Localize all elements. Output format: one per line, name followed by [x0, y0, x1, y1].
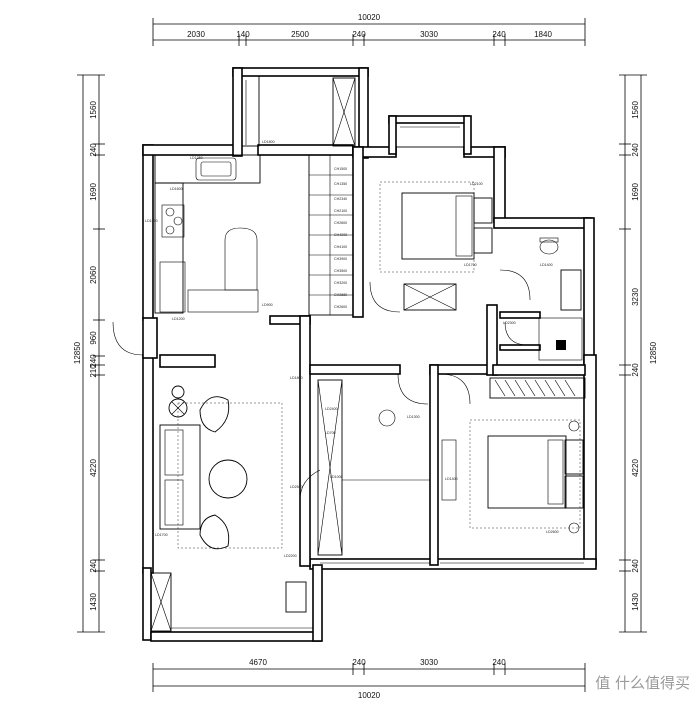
top-dimension-chain: 10020 2030 140 2500 240 3030 240 1840 [152, 13, 586, 46]
watermark: 值 什么值得买 [595, 674, 690, 692]
bottom-dim-4: 240 [492, 658, 506, 667]
bedroom-1 [379, 181, 493, 311]
fixture-label-1: LD1350 [190, 156, 203, 160]
stair-label-5: CH2600 [334, 221, 347, 225]
stair-label-3: CH2340 [334, 197, 347, 201]
fixture-label-16: LD1300 [407, 415, 420, 419]
right-dim-5: 240 [631, 363, 640, 377]
fixture-label-8: LD1700 [464, 263, 477, 267]
right-dim-8: 1430 [631, 593, 640, 611]
bathroom [538, 237, 583, 361]
stair-label-7: CH4100 [334, 245, 347, 249]
bottom-total-dim: 10020 [358, 691, 381, 700]
stair-label-1: CH1500 [334, 167, 347, 171]
top-dim-1: 2030 [187, 30, 205, 39]
fixture-labels: LD1350 LD1800 LD1600 LD1500 LD1200 LD900… [145, 140, 559, 558]
fixture-label-6: LD900 [262, 303, 273, 307]
door-swings [112, 269, 531, 501]
stair-label-12: CH2600 [334, 305, 347, 309]
stair-label-10: CH3200 [334, 281, 347, 285]
top-dim-7: 1840 [534, 30, 552, 39]
left-dim-2: 240 [89, 143, 98, 157]
fixture-label-7: LD2100 [470, 182, 483, 186]
fixture-label-19: LD1700 [155, 533, 168, 537]
left-total-dim: 12850 [73, 341, 82, 364]
bottom-dim-1: 4670 [249, 658, 267, 667]
stair-label-8: CH3900 [334, 257, 347, 261]
left-dim-10: 1430 [89, 593, 98, 611]
top-dim-5: 3030 [420, 30, 438, 39]
top-dim-6: 240 [492, 30, 506, 39]
fixture-label-11: LD1800 [290, 376, 303, 380]
stair-label-4: CH2100 [334, 209, 347, 213]
stair-label-11: CH2880 [334, 293, 347, 297]
right-dim-3: 1690 [631, 183, 640, 201]
fixture-label-17: LD1400 [445, 477, 458, 481]
left-dim-5: 960 [89, 331, 98, 345]
top-dim-4: 240 [352, 30, 366, 39]
left-dim-4: 2060 [89, 266, 98, 284]
stair-label-9: CH3500 [334, 269, 347, 273]
right-dim-1: 1560 [631, 101, 640, 119]
fixture-label-15: LD2500 [290, 485, 303, 489]
living-room [159, 385, 283, 550]
left-dim-9: 240 [89, 559, 98, 573]
bottom-dim-2: 240 [352, 658, 366, 667]
right-dim-4: 3230 [631, 288, 640, 306]
fixture-label-10: LD2300 [503, 321, 516, 325]
balcony [285, 581, 307, 613]
top-total-dim: 10020 [358, 13, 381, 22]
left-dim-3: 1690 [89, 183, 98, 201]
top-dim-2: 140 [236, 30, 250, 39]
right-total-dim: 12850 [649, 341, 658, 364]
stair-labels: CH1500 CH1350 CH2340 CH2100 CH2600 CH420… [334, 167, 347, 309]
fixture-label-20: LD2200 [284, 554, 297, 558]
right-dim-6: 4220 [631, 459, 640, 477]
left-dim-8: 4220 [89, 459, 98, 477]
walls [142, 67, 597, 642]
fixture-label-9: LD1400 [540, 263, 553, 267]
right-dim-2: 240 [631, 143, 640, 157]
bottom-dim-3: 3030 [420, 658, 438, 667]
right-dim-7: 240 [631, 559, 640, 573]
stair-label-6: CH4200 [334, 233, 347, 237]
top-dim-3: 2500 [291, 30, 309, 39]
master-bedroom [441, 377, 586, 534]
fixture-label-14: LD1000 [330, 475, 343, 479]
left-dimension-chain: 12850 1560 240 1690 2060 960 240 210 422… [73, 74, 105, 633]
left-dim-1: 1560 [89, 101, 98, 119]
fixture-label-12: LD2400 [325, 407, 338, 411]
bedroom-2 [317, 379, 430, 556]
fixture-label-5: LD1200 [172, 317, 185, 321]
fixture-label-3: LD1600 [170, 187, 183, 191]
stair-label-2: CH1350 [334, 182, 347, 186]
right-dimension-chain: 1560 240 1690 3230 240 4220 240 1430 128… [619, 74, 658, 633]
staircase [308, 154, 354, 316]
windows [150, 75, 584, 633]
fixture-label-18: LD2600 [546, 530, 559, 534]
kitchen-layout [154, 154, 261, 314]
bottom-dimension-chain: 4670 240 3030 240 10020 [152, 658, 586, 700]
fixture-label-13: LD700 [325, 431, 336, 435]
fixture-label-4: LD1500 [145, 219, 158, 223]
fixture-label-2: LD1800 [262, 140, 275, 144]
left-dim-7: 210 [89, 364, 98, 378]
left-dim-6: 240 [89, 354, 98, 368]
